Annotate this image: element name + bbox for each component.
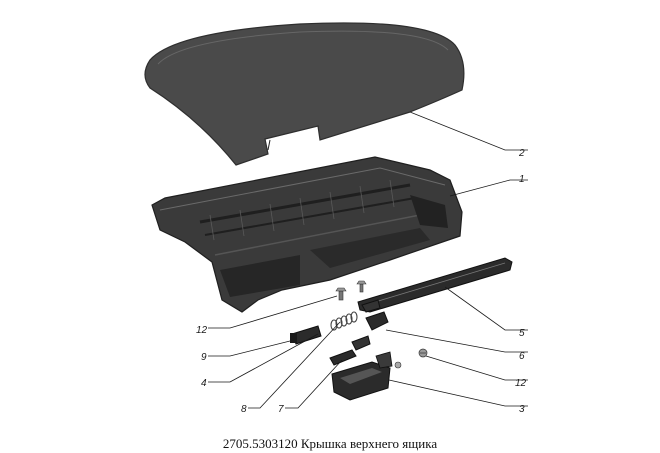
part-screw-lower bbox=[418, 348, 428, 358]
callout-6: 6 bbox=[519, 351, 525, 362]
callout-1: 1 bbox=[519, 174, 525, 185]
callout-12-right: 12 bbox=[515, 378, 527, 389]
callout-12-left: 12 bbox=[196, 325, 208, 336]
part-spring bbox=[330, 311, 358, 331]
part-screw-lower-2 bbox=[394, 361, 402, 369]
callout-2: 2 bbox=[518, 148, 525, 159]
callout-5: 5 bbox=[519, 328, 525, 339]
callout-labels: 2 1 5 6 12 3 12 9 4 8 7 bbox=[196, 148, 527, 415]
part-screw-upper bbox=[335, 287, 347, 301]
callout-9: 9 bbox=[201, 352, 207, 363]
part-handle bbox=[331, 351, 393, 401]
callout-3: 3 bbox=[519, 404, 525, 415]
part-lid-cover bbox=[144, 22, 465, 166]
callout-8: 8 bbox=[241, 404, 247, 415]
part-bracket bbox=[329, 335, 371, 366]
part-screw-upper-2 bbox=[356, 280, 367, 293]
part-slide-rail bbox=[357, 257, 513, 313]
callout-7: 7 bbox=[278, 404, 284, 415]
part-base-tray bbox=[151, 156, 463, 313]
leader-lines bbox=[208, 111, 528, 409]
diagram-caption: 2705.5303120 Крышка верхнего ящика bbox=[222, 436, 438, 451]
part-latch-plunger bbox=[290, 325, 322, 345]
part-latch-body bbox=[361, 299, 389, 331]
callout-4: 4 bbox=[201, 378, 207, 389]
